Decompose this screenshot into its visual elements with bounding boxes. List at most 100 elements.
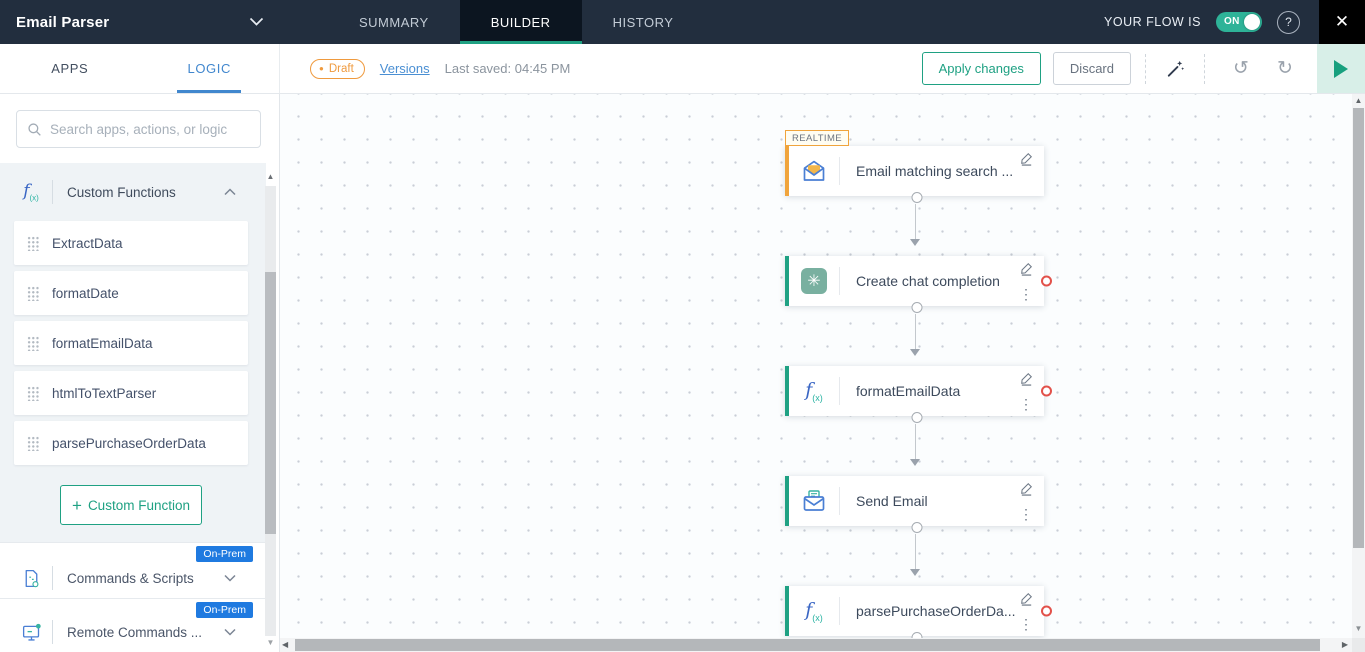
list-item-formatdate[interactable]: formatDate bbox=[14, 271, 248, 315]
apply-changes-button[interactable]: Apply changes bbox=[921, 52, 1041, 85]
scroll-down-icon[interactable]: ▼ bbox=[1354, 624, 1363, 633]
flow-on-toggle[interactable]: ON bbox=[1216, 12, 1262, 32]
error-indicator bbox=[1041, 605, 1052, 617]
connector-port[interactable] bbox=[911, 412, 922, 423]
versions-link[interactable]: Versions bbox=[379, 61, 430, 76]
list-item-extractdata[interactable]: ExtractData bbox=[14, 221, 248, 265]
add-custom-function-button[interactable]: + Custom Function bbox=[60, 485, 202, 525]
remote-monitor-icon bbox=[16, 622, 46, 643]
drag-handle-icon[interactable] bbox=[27, 335, 39, 351]
sidebar-item-commands-scripts[interactable]: On-Prem Commands & Scripts bbox=[0, 542, 266, 598]
separator bbox=[1204, 53, 1205, 84]
close-icon[interactable]: ✕ bbox=[1319, 0, 1365, 44]
realtime-tag: REALTIME bbox=[785, 130, 850, 146]
node-menu-icon[interactable]: ⋮ bbox=[1019, 286, 1033, 302]
edit-pencil-icon[interactable] bbox=[1019, 371, 1034, 386]
header-right: YOUR FLOW IS ON ? ✕ bbox=[1104, 0, 1365, 44]
sidebar-item-remote-commands[interactable]: On-Prem Remote Commands ... bbox=[0, 598, 266, 652]
custom-functions-header[interactable]: f(x) Custom Functions bbox=[0, 163, 266, 221]
chevron-down-icon[interactable] bbox=[249, 17, 264, 27]
node-formatemaildata[interactable]: f(x) formatEmailData ⋮ bbox=[785, 366, 1052, 423]
toggle-knob[interactable] bbox=[1244, 14, 1260, 30]
node-create-chat-completion[interactable]: ✳ Create chat completion ⋮ bbox=[785, 256, 1052, 313]
divider bbox=[839, 487, 840, 515]
node-menu-icon[interactable]: ⋮ bbox=[1019, 616, 1033, 632]
drag-handle-icon[interactable] bbox=[27, 235, 39, 251]
separator bbox=[1145, 53, 1146, 84]
openai-icon: ✳ bbox=[789, 268, 839, 294]
drag-handle-icon[interactable] bbox=[27, 385, 39, 401]
connector-port[interactable] bbox=[911, 522, 922, 533]
flow-title: Email Parser bbox=[16, 13, 110, 31]
node-send-email[interactable]: Send Email ⋮ bbox=[785, 476, 1044, 533]
flow-name-menu[interactable]: Email Parser bbox=[0, 0, 280, 44]
script-file-icon bbox=[16, 568, 46, 589]
edit-pencil-icon[interactable] bbox=[1019, 481, 1034, 496]
section-label: Remote Commands ... bbox=[67, 624, 203, 640]
connector-port[interactable] bbox=[911, 302, 922, 313]
node-title: Email matching search ... bbox=[856, 163, 1014, 179]
help-icon[interactable]: ? bbox=[1277, 10, 1300, 34]
builder-toolbar: APPS LOGIC ● Draft Versions Last saved: … bbox=[0, 44, 1365, 94]
edit-pencil-icon[interactable] bbox=[1019, 261, 1034, 276]
connector-arrow-icon bbox=[909, 569, 920, 576]
flow-column: REALTIME Email matching search ... bbox=[785, 128, 1052, 646]
scrollbar-thumb[interactable] bbox=[295, 639, 1320, 651]
connector-port[interactable] bbox=[911, 192, 922, 203]
discard-button[interactable]: Discard bbox=[1052, 52, 1131, 85]
flow-canvas[interactable]: REALTIME Email matching search ... bbox=[280, 94, 1365, 652]
node-title: parsePurchaseOrderDa... bbox=[856, 603, 1016, 619]
chevron-up-icon[interactable] bbox=[224, 188, 236, 196]
drag-handle-icon[interactable] bbox=[27, 435, 39, 451]
node-menu-icon[interactable]: ⋮ bbox=[1019, 396, 1033, 412]
divider bbox=[52, 620, 53, 644]
flow-step-1: Email matching search ... bbox=[785, 146, 1044, 256]
flow-status-label: YOUR FLOW IS bbox=[1104, 15, 1201, 29]
scroll-up-icon[interactable]: ▲ bbox=[266, 172, 275, 181]
undo-icon[interactable]: ↺ bbox=[1233, 58, 1249, 79]
magic-wand-icon[interactable] bbox=[1160, 59, 1190, 79]
tab-summary[interactable]: SUMMARY bbox=[359, 14, 429, 30]
divider bbox=[52, 180, 53, 204]
scroll-up-icon[interactable]: ▲ bbox=[1354, 96, 1363, 105]
list-item-htmltotextparser[interactable]: htmlToTextParser bbox=[14, 371, 248, 415]
error-indicator bbox=[1041, 385, 1052, 397]
connector-line bbox=[914, 314, 916, 350]
tab-history[interactable]: HISTORY bbox=[612, 14, 674, 30]
scroll-right-icon[interactable]: ▶ bbox=[1341, 640, 1348, 649]
edit-pencil-icon[interactable] bbox=[1019, 151, 1034, 166]
flow-step-5: f(x) parsePurchaseOrderDa... ⋮ bbox=[785, 586, 1052, 646]
connector-arrow-icon bbox=[909, 459, 920, 466]
canvas-horizontal-scrollbar[interactable]: ◀ ▶ bbox=[280, 638, 1352, 652]
node-email-trigger[interactable]: Email matching search ... bbox=[785, 146, 1044, 203]
tab-apps[interactable]: APPS bbox=[51, 61, 89, 76]
canvas-vertical-scrollbar[interactable]: ▲ ▼ bbox=[1352, 94, 1365, 638]
edit-pencil-icon[interactable] bbox=[1019, 591, 1034, 606]
node-parsepurchaseorderdata[interactable]: f(x) parsePurchaseOrderDa... ⋮ bbox=[785, 586, 1052, 643]
scroll-left-icon[interactable]: ◀ bbox=[282, 640, 289, 649]
tab-logic[interactable]: LOGIC bbox=[140, 44, 280, 93]
search-input[interactable] bbox=[50, 121, 250, 137]
node-title: Send Email bbox=[856, 493, 928, 509]
scrollbar-thumb[interactable] bbox=[265, 272, 276, 534]
scroll-down-icon[interactable]: ▼ bbox=[266, 638, 275, 647]
top-header: Email Parser SUMMARY BUILDER HISTORY YOU… bbox=[0, 0, 1365, 44]
toolbar-actions: Apply changes Discard ↺ ↻ bbox=[921, 44, 1365, 93]
scrollbar-thumb[interactable] bbox=[1353, 108, 1364, 548]
function-label: htmlToTextParser bbox=[52, 385, 157, 401]
run-flow-button[interactable] bbox=[1317, 44, 1365, 93]
chevron-down-icon[interactable] bbox=[224, 628, 236, 636]
drag-handle-icon[interactable] bbox=[27, 285, 39, 301]
draft-dot-icon: ● bbox=[319, 63, 324, 73]
flow-step-4: Send Email ⋮ bbox=[785, 476, 1044, 586]
chevron-down-icon[interactable] bbox=[224, 574, 236, 582]
list-item-formatemaildata[interactable]: formatEmailData bbox=[14, 321, 248, 365]
divider bbox=[839, 157, 840, 185]
list-item-parsepurchaseorderdata[interactable]: parsePurchaseOrderData bbox=[14, 421, 248, 465]
function-label: formatEmailData bbox=[52, 335, 153, 351]
search-box[interactable] bbox=[16, 110, 261, 148]
redo-icon[interactable]: ↻ bbox=[1277, 58, 1293, 79]
sidebar-scrollbar[interactable]: ▲ ▼ bbox=[265, 172, 276, 648]
tab-builder[interactable]: BUILDER bbox=[459, 0, 582, 44]
node-menu-icon[interactable]: ⋮ bbox=[1019, 506, 1033, 522]
